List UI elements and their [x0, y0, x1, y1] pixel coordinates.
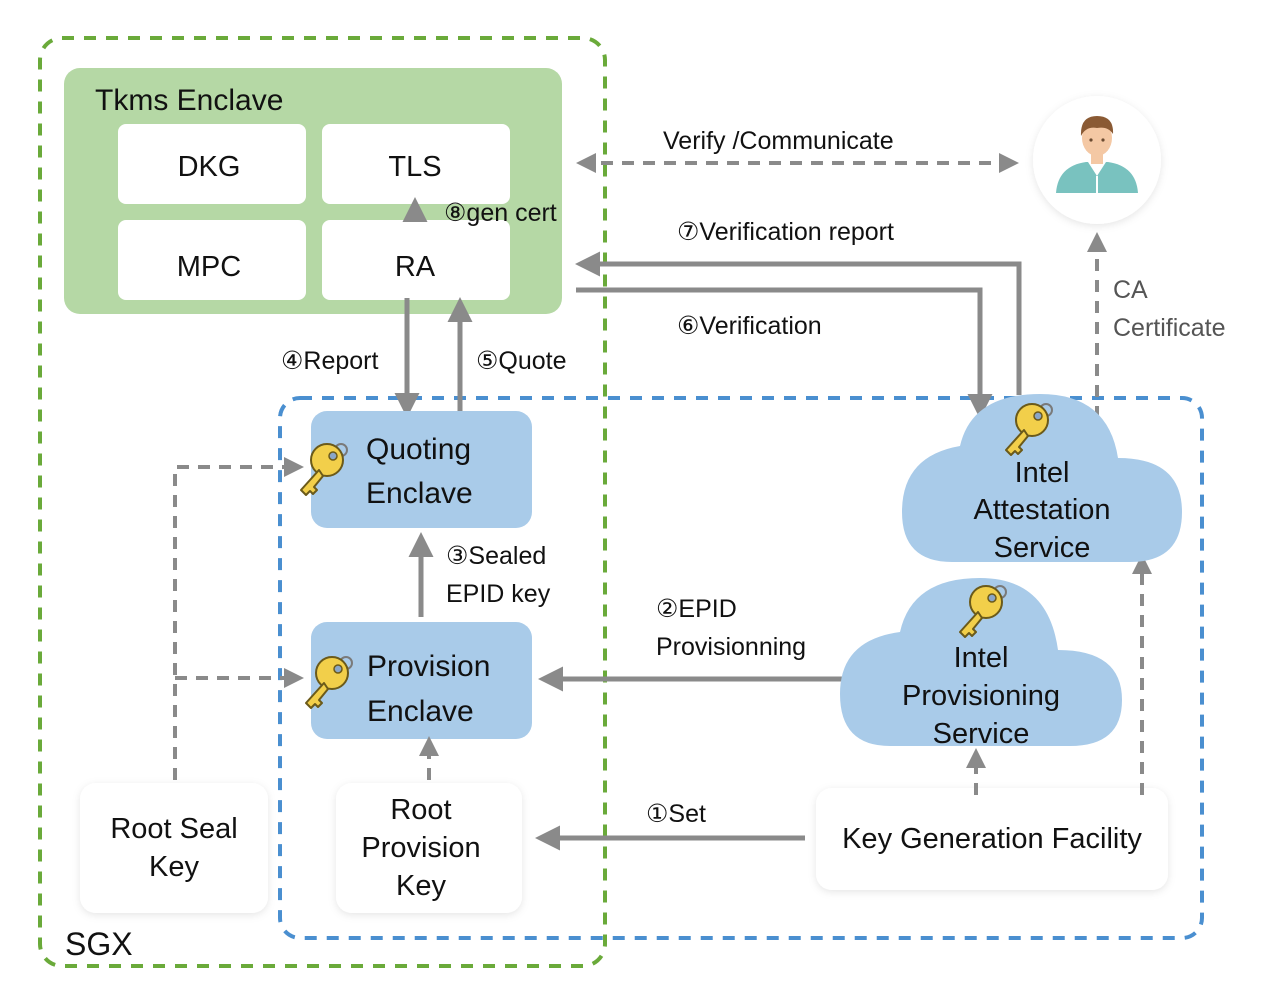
provision-enclave-line2: Enclave	[367, 695, 474, 728]
label-step4: ④Report	[281, 347, 379, 375]
label-step6: ⑥Verification	[677, 312, 822, 340]
dkg-label: DKG	[178, 151, 241, 183]
label-step2-line2: Provisionning	[656, 633, 806, 661]
dkg-module	[118, 124, 306, 204]
ips-line3: Service	[933, 718, 1030, 750]
root-seal-key-line1: Root Seal	[110, 813, 237, 845]
provision-enclave	[311, 622, 532, 739]
tls-label: TLS	[388, 151, 441, 183]
key-generation-facility-label: Key Generation Facility	[842, 823, 1142, 855]
root-provision-key-line3: Key	[396, 870, 446, 902]
arrow-verification	[576, 287, 993, 419]
label-step7: ⑦Verification report	[677, 218, 894, 246]
sgx-container	[38, 36, 607, 968]
ias-line3: Service	[994, 532, 1091, 564]
arrow-verification-report	[575, 251, 1022, 395]
root-provision-key	[336, 783, 522, 913]
quoting-enclave-line2: Enclave	[366, 477, 473, 510]
label-verify-communicate: Verify /Communicate	[663, 127, 894, 155]
key-generation-facility	[816, 788, 1168, 890]
ias-line1: Intel	[1015, 457, 1070, 489]
label-step8: ⑧gen cert	[444, 199, 557, 227]
ra-module	[322, 220, 510, 300]
root-seal-key-line2: Key	[149, 851, 199, 883]
label-step3-line1: ③Sealed	[446, 542, 546, 570]
ips-line2: Provisioning	[902, 680, 1060, 712]
label-ca-line2: Certificate	[1113, 314, 1226, 342]
sgx-label: SGX	[65, 926, 133, 962]
quoting-enclave-line1: Quoting	[366, 433, 471, 466]
ra-label: RA	[395, 251, 436, 283]
provision-enclave-line1: Provision	[367, 650, 490, 683]
ias-line2: Attestation	[973, 494, 1110, 526]
user-avatar	[1033, 96, 1161, 224]
label-step1: ①Set	[646, 800, 706, 828]
intel-attestation-service: Intel Attestation Service	[902, 394, 1182, 564]
ips-line1: Intel	[954, 642, 1009, 674]
root-provision-key-line1: Root	[390, 794, 451, 826]
root-seal-key	[80, 783, 268, 913]
mpc-module	[118, 220, 306, 300]
label-step5: ⑤Quote	[476, 347, 567, 375]
label-ca-line1: CA	[1113, 276, 1148, 304]
label-step3-line2: EPID key	[446, 580, 551, 608]
mpc-label: MPC	[177, 251, 241, 283]
tls-module	[322, 124, 510, 204]
intel-infra-container	[278, 396, 1204, 940]
root-provision-key-line2: Provision	[361, 832, 480, 864]
label-step2-line1: ②EPID	[656, 595, 737, 623]
quoting-enclave	[311, 411, 532, 528]
tkms-enclave-title: Tkms Enclave	[95, 84, 283, 117]
intel-provisioning-service: Intel Provisioning Service	[840, 578, 1122, 750]
